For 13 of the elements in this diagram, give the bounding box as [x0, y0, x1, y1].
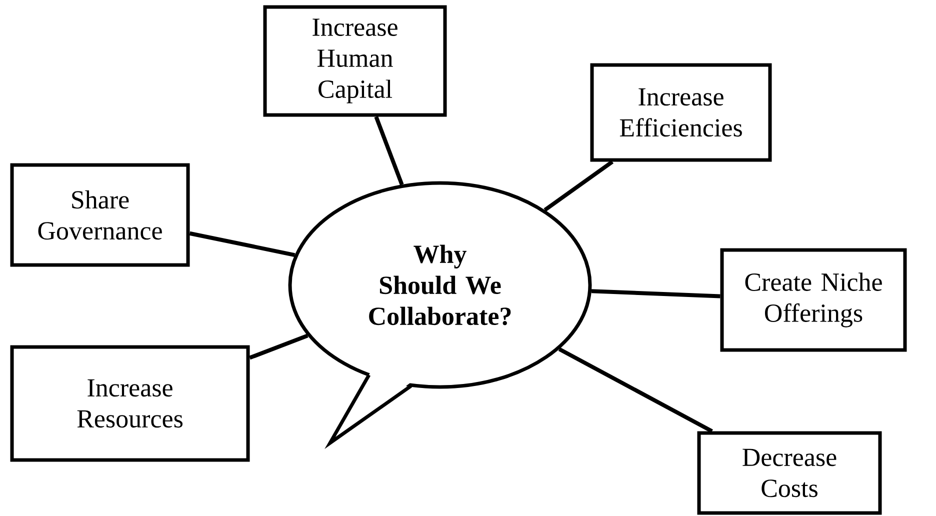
speech-bubble: Why Should We Collaborate?	[288, 181, 592, 449]
connector-line	[189, 231, 296, 257]
text-box: Increase Human Capital	[263, 5, 447, 117]
connector-line	[544, 160, 614, 212]
text-box: Share Governance	[10, 163, 190, 267]
connector-line	[249, 334, 308, 360]
text-box: Increase Efficiencies	[590, 63, 772, 162]
text-box: Create Niche Offerings	[720, 248, 907, 352]
text-box: Increase Resources	[10, 345, 250, 462]
connector-line	[591, 289, 720, 298]
connector-line	[558, 347, 713, 433]
text-box: Decrease Costs	[697, 431, 882, 515]
connector-line	[374, 116, 404, 186]
